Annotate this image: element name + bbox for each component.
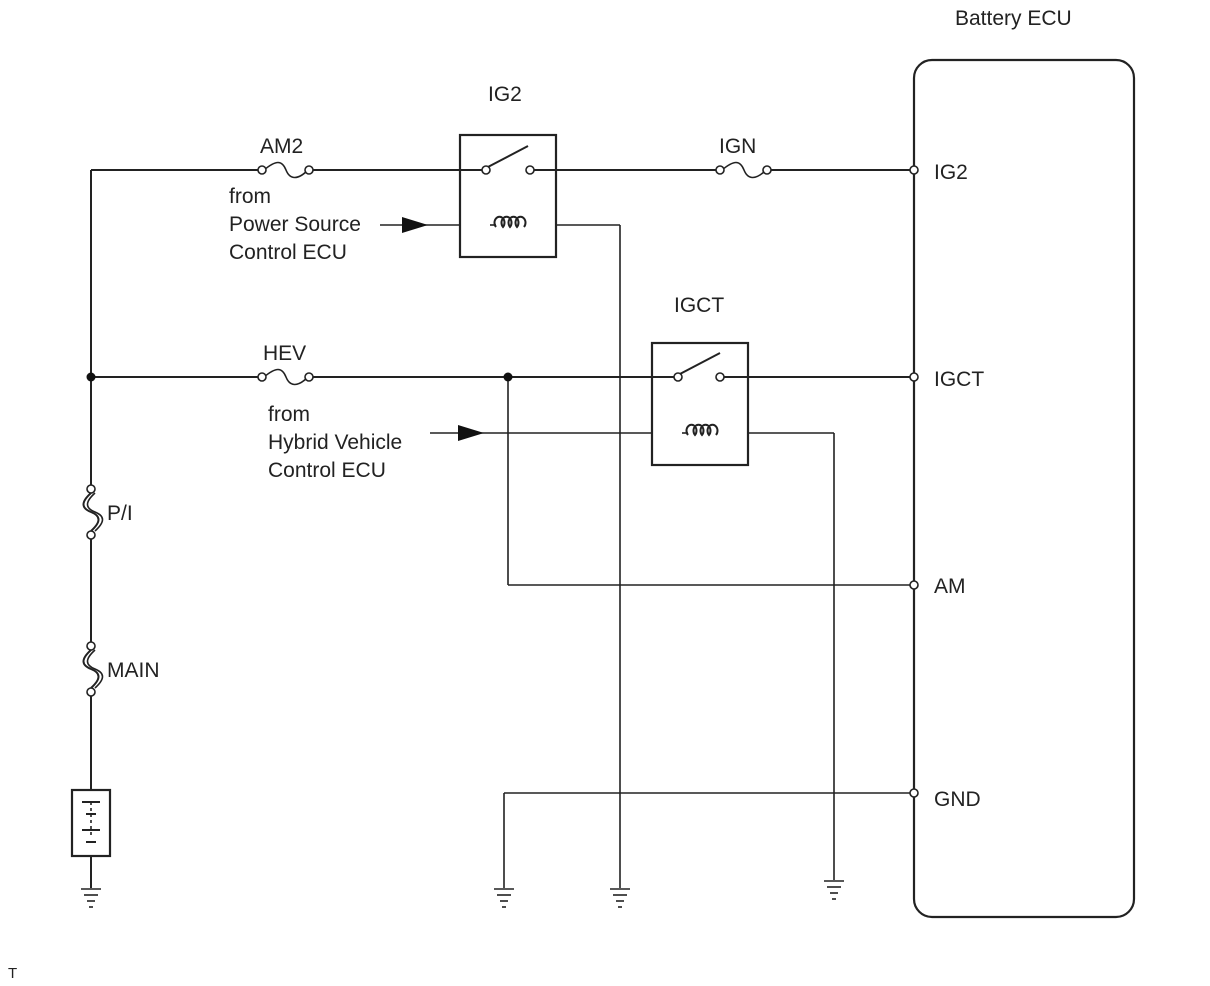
ecu-pin-gnd-label: GND bbox=[934, 788, 981, 811]
power-source-line-1: from bbox=[229, 185, 271, 208]
footer-mark: T bbox=[8, 965, 17, 982]
fuse-ign-terminal-right bbox=[762, 165, 772, 175]
relay-ig2-box bbox=[458, 133, 558, 259]
fuse-pi-terminal-bottom bbox=[86, 530, 96, 540]
hybrid-vehicle-line-1: from bbox=[268, 403, 310, 426]
battery-ecu-box bbox=[912, 58, 1136, 919]
fuse-pi-terminal-top bbox=[86, 484, 96, 494]
relay-igct-contact-b bbox=[715, 372, 725, 382]
hybrid-vehicle-line-2: Hybrid Vehicle bbox=[268, 431, 402, 454]
fuse-ign-terminal-left bbox=[715, 165, 725, 175]
relay-igct-switch-blade bbox=[677, 352, 721, 376]
fuse-main: MAIN bbox=[82, 641, 160, 697]
fuse-am2-terminal-left bbox=[257, 165, 267, 175]
fuse-hev-terminal-right bbox=[304, 372, 314, 382]
relay-igct: IGCT bbox=[650, 294, 750, 467]
ecu-pin-ig2-label: IG2 bbox=[934, 161, 968, 184]
fuse-main-terminal-top bbox=[86, 641, 96, 651]
signal-label-power-source: from Power Source Control ECU bbox=[229, 185, 361, 264]
relay-ig2: IG2 bbox=[458, 83, 558, 259]
fuse-ign-label: IGN bbox=[719, 135, 756, 158]
fuse-ign-icon bbox=[721, 161, 767, 179]
fuse-hev: HEV bbox=[257, 342, 314, 386]
fuse-main-icon-outline bbox=[86, 649, 104, 689]
signal-label-hybrid-vehicle: from Hybrid Vehicle Control ECU bbox=[268, 403, 402, 482]
hybrid-vehicle-line-3: Control ECU bbox=[268, 459, 386, 482]
fuse-main-icon bbox=[82, 649, 100, 689]
relay-ig2-switch-blade bbox=[485, 145, 529, 169]
wires bbox=[90, 169, 914, 888]
relay-igct-contact-a bbox=[673, 372, 683, 382]
junction-dot-left bbox=[86, 372, 96, 382]
ecu-terminal-gnd bbox=[909, 788, 919, 798]
junction-dot-am bbox=[503, 372, 513, 382]
ecu-terminal-ig2 bbox=[909, 165, 919, 175]
fuse-am2-icon bbox=[263, 161, 309, 179]
relay-ig2-contact-a bbox=[481, 165, 491, 175]
ground-icon-igct-coil bbox=[824, 880, 844, 900]
fuse-am2-label: AM2 bbox=[260, 135, 303, 158]
fuse-pi-icon bbox=[82, 492, 100, 532]
ecu-pin-am-label: AM bbox=[934, 575, 966, 598]
fuse-main-label: MAIN bbox=[107, 659, 160, 682]
relay-igct-box bbox=[650, 341, 750, 467]
arrow-power-source-icon bbox=[402, 217, 428, 233]
relay-igct-label: IGCT bbox=[674, 294, 724, 317]
fuse-ign: IGN bbox=[715, 135, 772, 179]
battery-icon bbox=[70, 788, 112, 858]
ecu-pin-igct-label: IGCT bbox=[934, 368, 984, 391]
arrow-hybrid-vehicle-icon bbox=[458, 425, 484, 441]
relay-igct-coil-icon bbox=[685, 423, 719, 437]
relay-ig2-coil-icon bbox=[493, 215, 527, 229]
power-source-line-3: Control ECU bbox=[229, 241, 347, 264]
fuse-hev-terminal-left bbox=[257, 372, 267, 382]
ecu-terminal-igct bbox=[909, 372, 919, 382]
ground-icon-battery bbox=[81, 888, 101, 908]
relay-ig2-label: IG2 bbox=[488, 83, 522, 106]
fuse-am2-terminal-right bbox=[304, 165, 314, 175]
fuse-am2: AM2 bbox=[257, 135, 314, 179]
fuse-hev-icon bbox=[263, 368, 309, 386]
fuse-pi: P/I bbox=[82, 484, 133, 540]
ground-icon-gnd bbox=[494, 888, 514, 908]
fuse-pi-label: P/I bbox=[107, 502, 133, 525]
fuse-main-terminal-bottom bbox=[86, 687, 96, 697]
battery-ecu: Battery ECU IG2 IGCT AM GND bbox=[912, 7, 1136, 919]
battery-ecu-title: Battery ECU bbox=[955, 7, 1072, 30]
fuse-hev-label: HEV bbox=[263, 342, 306, 365]
relay-ig2-contact-b bbox=[525, 165, 535, 175]
fuse-pi-icon-outline bbox=[86, 492, 104, 532]
ecu-terminal-am bbox=[909, 580, 919, 590]
ground-icon-ig2-coil bbox=[610, 888, 630, 908]
power-source-line-2: Power Source bbox=[229, 213, 361, 236]
